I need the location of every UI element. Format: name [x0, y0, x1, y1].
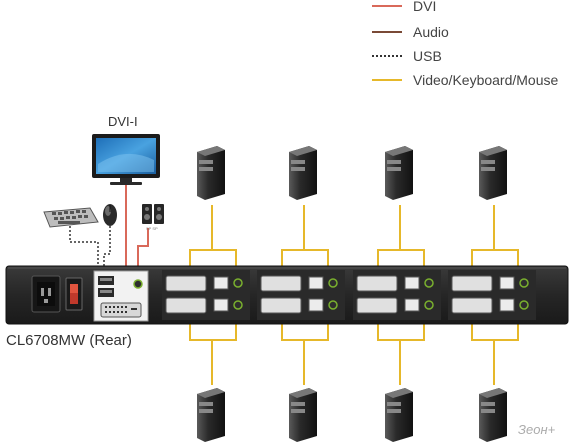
legend-item-usb: USB [372, 48, 442, 64]
port-group-3 [353, 270, 441, 320]
console-port-bay [93, 270, 149, 322]
port-group-4 [448, 270, 536, 320]
legend-label-dvi: DVI [413, 0, 436, 14]
legend-label-usb: USB [413, 48, 442, 64]
port-group-2 [257, 270, 345, 320]
legend: DVI Audio USB Video/Keyboard/Mouse [372, 0, 558, 88]
usb-cable-keyboard [69, 226, 99, 284]
monitor-icon [92, 134, 160, 185]
keyboard-icon [43, 207, 99, 228]
legend-item-audio: Audio [372, 24, 449, 40]
vkm-cables-top [189, 205, 519, 270]
monitor-label: DVI-I [108, 114, 138, 129]
power-switch [65, 277, 83, 311]
power-inlet-icon [31, 275, 61, 313]
computer-tower-icon [479, 388, 507, 442]
port-group-1 [162, 270, 250, 320]
speakers-icon: SP SP [142, 204, 164, 231]
computer-tower-icon [197, 388, 225, 442]
legend-item-dvi: DVI [372, 0, 436, 14]
mouse-icon [103, 204, 117, 226]
computer-tower-icon [289, 146, 317, 200]
computer-port-groups [162, 270, 536, 320]
computer-tower-icon [385, 146, 413, 200]
svg-text:SP SP: SP SP [146, 226, 158, 231]
computer-tower-icon [289, 388, 317, 442]
computer-tower-icon [197, 146, 225, 200]
computer-tower-icon [479, 146, 507, 200]
device-label: CL6708MW (Rear) [6, 332, 132, 349]
computer-tower-icon [385, 388, 413, 442]
legend-label-vkm: Video/Keyboard/Mouse [413, 72, 558, 88]
legend-item-vkm: Video/Keyboard/Mouse [372, 72, 558, 88]
watermark: Зеон+ [518, 422, 556, 437]
vkm-cables-bottom [189, 322, 519, 385]
rear-panel [5, 265, 569, 325]
legend-label-audio: Audio [413, 24, 449, 40]
